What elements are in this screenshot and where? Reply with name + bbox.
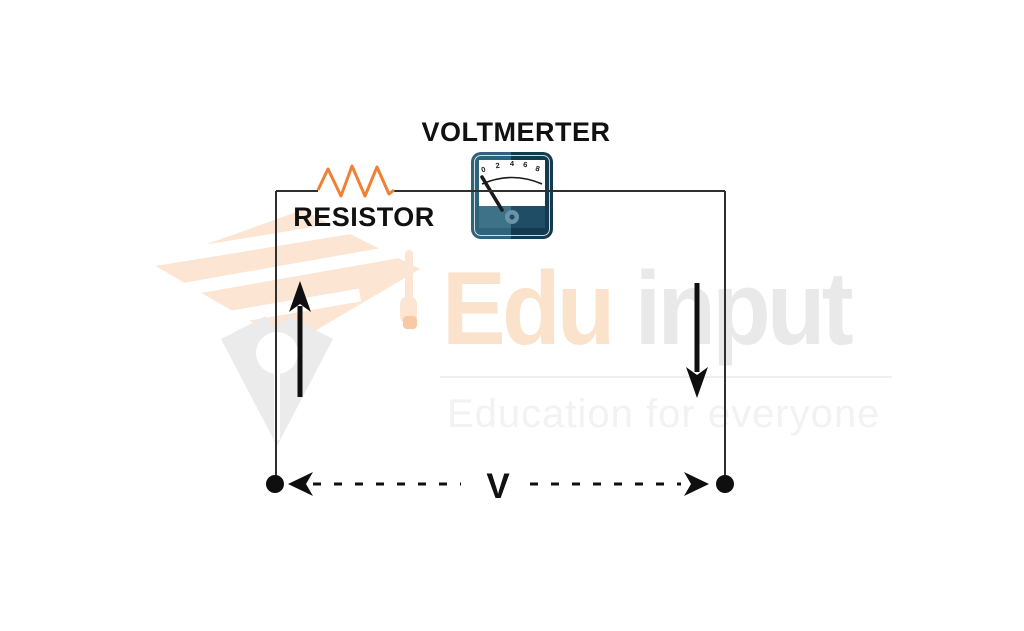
watermark-brand-secondary: input: [634, 251, 854, 367]
dial-tick-6: 6: [523, 160, 528, 169]
voltmeter: 0 2 4 6 8: [471, 152, 553, 239]
voltmeter-dial: 0 2 4 6 8: [480, 159, 543, 212]
voltmeter-label: VOLTMERTER: [421, 117, 611, 147]
resistor-label: RESISTOR: [293, 202, 435, 232]
dial-arc: [481, 176, 543, 185]
dial-tick-2: 2: [495, 161, 500, 170]
watermark-tagline: Education for everyone: [447, 392, 881, 436]
dial-needle: [480, 175, 504, 212]
dial-tick-8: 8: [534, 164, 540, 174]
pen-nib-icon: [221, 316, 333, 446]
watermark-brand-primary: Edu: [442, 251, 615, 367]
dial-tick-0: 0: [480, 165, 486, 175]
watermark-brand: Edu input: [442, 257, 854, 361]
voltage-label: V: [486, 467, 510, 506]
dial-tick-4: 4: [510, 159, 515, 168]
watermark-divider: [440, 376, 892, 378]
